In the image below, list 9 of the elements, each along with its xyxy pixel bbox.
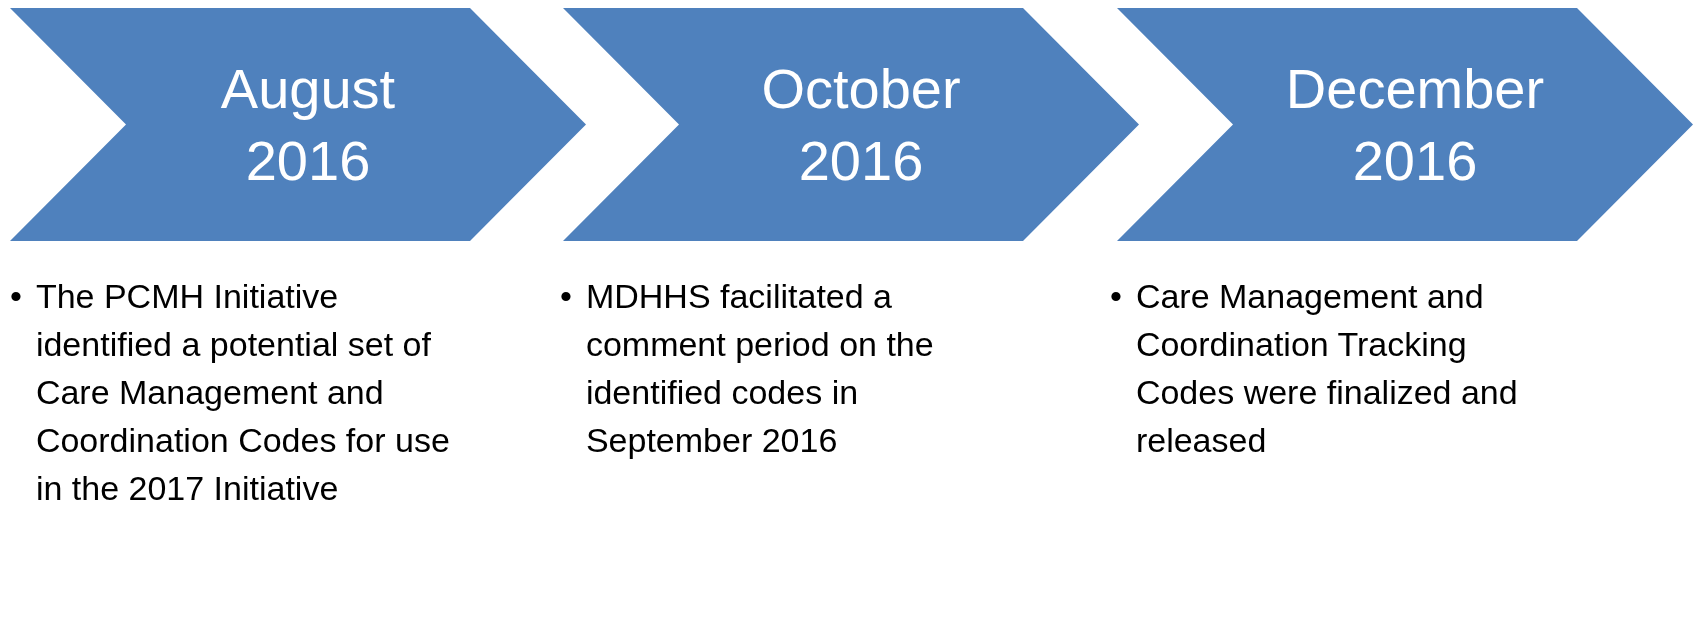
bullet-marker: • (10, 276, 22, 317)
bullet-text: Care Management and Coordination Tracking Codes were finalized and released (1135, 276, 1519, 461)
date-label: December 2016 (1284, 55, 1546, 194)
bullet-marker: • (560, 276, 572, 317)
date-label: August 2016 (219, 55, 397, 194)
date-label: October 2016 (760, 55, 962, 194)
bullet-text: MDHHS facilitated a comment period on the identified codes in September 2016 (585, 276, 935, 461)
bullet-marker: • (1110, 276, 1122, 317)
bullet-text: The PCMH Initiative identified a potential set of Care Management and Coordination Codes for use in the 2017 Initiative (35, 276, 451, 509)
